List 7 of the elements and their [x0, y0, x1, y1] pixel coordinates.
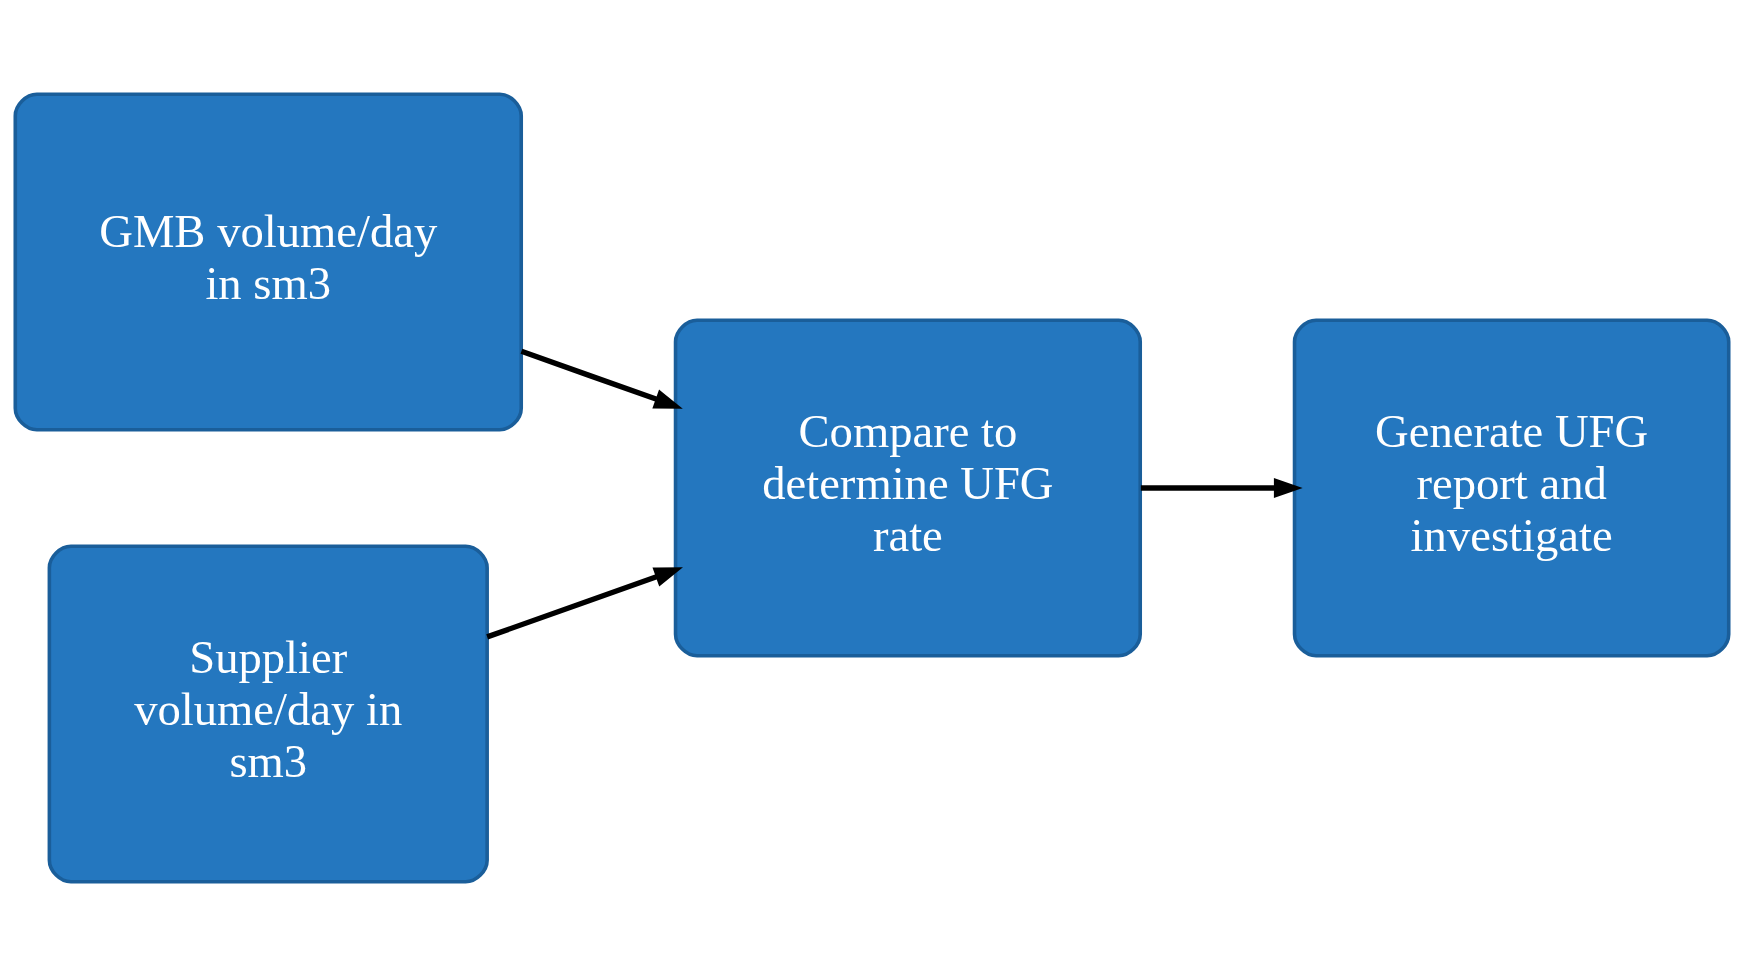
node-box: Supplier volume/day in sm3: [47, 544, 489, 884]
node-box: Compare to determine UFG rate: [673, 318, 1143, 658]
arrow: [486, 567, 683, 640]
arrow: [1140, 477, 1303, 499]
node-box: Generate UFG report and investigate: [1292, 318, 1731, 658]
node-box: GMB volume/day in sm3: [13, 92, 524, 432]
arrow: [520, 348, 683, 409]
